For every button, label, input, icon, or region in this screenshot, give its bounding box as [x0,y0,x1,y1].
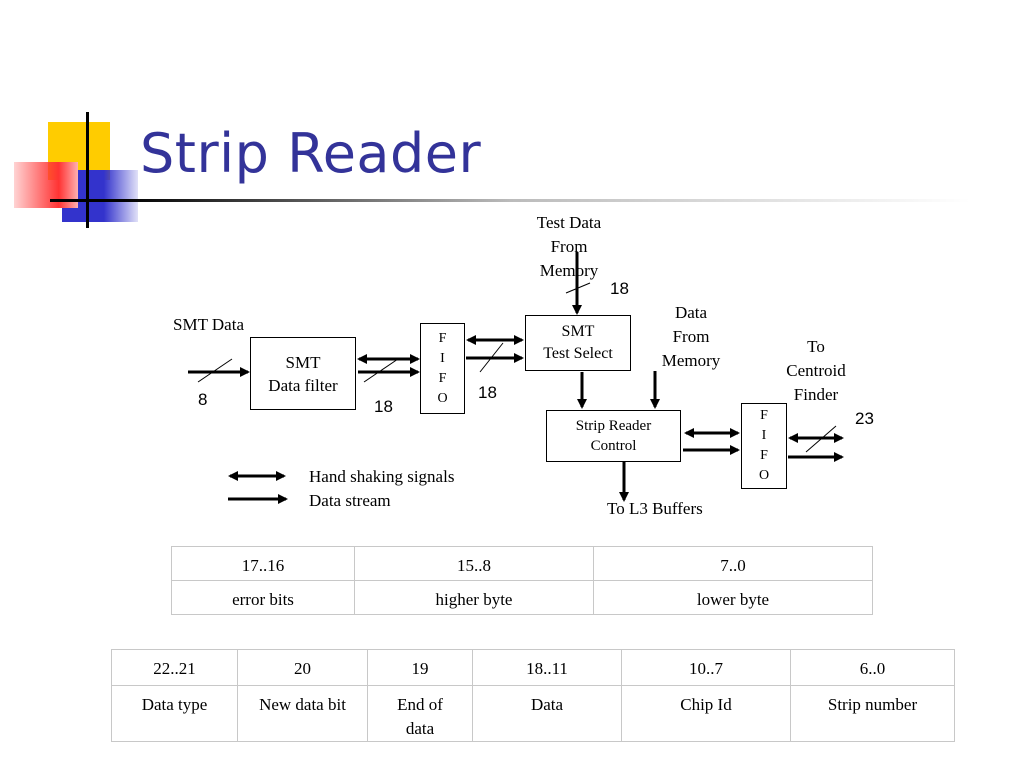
table-cell: 7..0 [593,546,873,581]
table-cell: Data type [111,685,238,742]
to-l3-buffers-label: To L3 Buffers [607,499,703,518]
slide-title: Strip Reader [140,122,482,185]
table-cell: 20 [237,649,368,686]
table-row: Data type New data bit End of data Data … [111,685,955,742]
bus-width-fifo-select: 18 [478,383,497,402]
table-cell: Strip number [790,685,955,742]
table-cell: higher byte [354,580,594,615]
to-centroid-finder-label: To Centroid Finder [771,335,861,407]
bus-slash-test-data [565,282,591,294]
smt-data-label: SMT Data [173,315,244,334]
bus-slash-smt-input [197,358,233,383]
smt-test-select-line-2: Test Select [543,345,613,362]
table-cell: 18..11 [472,649,622,686]
data-from-memory-label: Data From Memory [646,301,736,373]
fifo-2-letter: O [758,468,770,483]
fifo-2-block: F I F O [741,403,787,489]
smt-data-filter-line-1: SMT [285,352,321,372]
strip-reader-control-line-2: Control [590,438,637,454]
bit-format-table-18bit: 17..16 15..8 7..0 error bits higher byte… [171,546,873,615]
strip-reader-control-block: Strip Reader Control [546,410,681,462]
bus-slash-filter-fifo [363,358,399,383]
to-centroid-finder-line-1: To [807,337,825,356]
bus-width-smt-input: 8 [198,390,208,409]
fifo-2-letter: F [760,408,768,423]
smt-data-filter-line-2: Data filter [268,375,338,395]
data-from-memory-line-2: From [672,327,710,346]
table-cell: 19 [367,649,473,686]
bus-width-test-data: 18 [610,279,629,298]
smt-test-select-line-1: SMT [561,323,595,340]
fifo-1-letter: O [437,390,448,406]
legend-data-stream-label: Data stream [309,491,391,510]
smt-data-filter-block: SMT Data filter [250,337,356,410]
table-row: error bits higher byte lower byte [171,580,873,615]
fifo-2-letter: I [761,428,767,443]
decor-horizontal-line [50,199,970,202]
table-row: 17..16 15..8 7..0 [171,546,873,581]
table-cell: Chip Id [621,685,791,742]
data-from-memory-line-1: Data [674,303,708,322]
bus-width-output: 23 [855,409,874,428]
to-centroid-finder-line-2: Centroid [786,361,846,380]
bus-slash-fifo-select [479,342,504,373]
fifo-1-letter: I [440,350,445,366]
fifo-1-letter: F [438,330,447,346]
strip-reader-control-line-1: Strip Reader [575,418,652,434]
table-row: 22..21 20 19 18..11 10..7 6..0 [111,649,955,686]
smt-test-select-block: SMT Test Select [525,315,631,371]
test-data-line-2: From [550,237,588,256]
test-data-line-1: Test Data [536,213,602,232]
table-cell: End of data [367,685,473,742]
fifo-2-letter: F [760,448,768,463]
data-from-memory-line-3: Memory [661,351,721,370]
table-cell: lower byte [593,580,873,615]
test-data-from-memory-label: Test Data From Memory [519,211,619,283]
bus-slash-output [805,425,837,453]
legend-handshake-label: Hand shaking signals [309,467,455,486]
to-centroid-finder-line-3: Finder [793,385,839,404]
table-cell: 22..21 [111,649,238,686]
table-cell: error bits [171,580,355,615]
table-cell: 15..8 [354,546,594,581]
table-cell: 6..0 [790,649,955,686]
bus-width-filter-fifo: 18 [374,397,393,416]
fifo-1-block: F I F O [420,323,465,414]
fifo-1-letter: F [438,370,447,386]
bit-format-table-23bit: 22..21 20 19 18..11 10..7 6..0 Data type… [111,649,955,742]
table-cell: New data bit [237,685,368,742]
table-cell: 10..7 [621,649,791,686]
table-cell: 17..16 [171,546,355,581]
test-data-line-3: Memory [539,261,599,280]
decor-vertical-line [86,112,89,228]
table-cell: Data [472,685,622,742]
